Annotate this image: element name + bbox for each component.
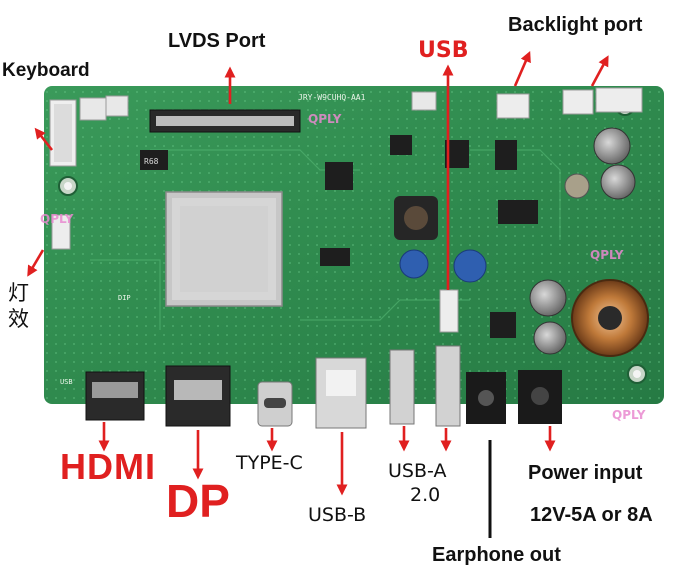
power-jack xyxy=(518,370,562,424)
arrow-keyboard xyxy=(34,127,54,151)
main-heatsink xyxy=(165,191,283,307)
silk-dip: DIP xyxy=(118,294,131,302)
inductor xyxy=(394,196,438,240)
cap-blue-2 xyxy=(453,249,487,283)
silk-usb: USB xyxy=(60,378,73,386)
silk-r68: R68 xyxy=(144,157,159,166)
label-usb-a-version: 2.0 xyxy=(410,484,441,506)
label-usb-a: USB-A xyxy=(388,460,447,482)
pointer-arrows xyxy=(27,50,609,496)
pcb-board xyxy=(44,86,664,404)
arrow-backlight-right xyxy=(590,55,609,87)
small-ics xyxy=(320,135,538,338)
top-small-connector xyxy=(105,95,129,117)
arrow-light-effect xyxy=(27,249,45,277)
label-lvds-port: LVDS Port xyxy=(168,30,266,52)
hdmi-port xyxy=(85,371,145,421)
label-usb-b: USB-B xyxy=(308,504,367,526)
usb-b-port xyxy=(315,357,367,429)
watermark: QPLY xyxy=(590,248,624,262)
keyboard-connector xyxy=(49,97,107,167)
label-power-spec: 12V-5A or 8A xyxy=(530,504,653,526)
label-hdmi: HDMI xyxy=(60,446,156,487)
type-c-port xyxy=(257,381,293,427)
label-type-c: TYPE-C xyxy=(236,452,303,474)
label-light-effect: 灯效 xyxy=(8,281,29,331)
chip-r68 xyxy=(140,150,168,170)
toroid-core xyxy=(598,306,622,330)
label-dp: DP xyxy=(166,475,230,527)
watermark: QPLY xyxy=(612,408,646,422)
silk-model: JRY-W9CUHQ-AA1 xyxy=(298,93,366,102)
label-usb: USB xyxy=(418,38,469,63)
arrow-backlight-left xyxy=(513,50,531,87)
backlight-connectors xyxy=(496,87,643,119)
usb-a-ports xyxy=(389,345,461,427)
dp-port xyxy=(165,365,231,427)
usb-top-connector xyxy=(411,91,437,111)
light-effect-connector xyxy=(51,214,71,250)
label-earphone-out: Earphone out xyxy=(432,544,561,566)
label-backlight-port: Backlight port xyxy=(508,14,643,36)
label-power-input: Power input xyxy=(528,462,643,484)
watermark: QPLY xyxy=(308,112,342,126)
earphone-jack xyxy=(466,372,506,424)
label-keyboard: Keyboard xyxy=(2,60,90,81)
usb-header xyxy=(439,289,459,333)
lvds-connector xyxy=(149,109,301,133)
electrolytic-caps xyxy=(529,127,636,355)
cap-blue-1 xyxy=(399,249,429,279)
watermark: QPLY xyxy=(40,212,74,226)
